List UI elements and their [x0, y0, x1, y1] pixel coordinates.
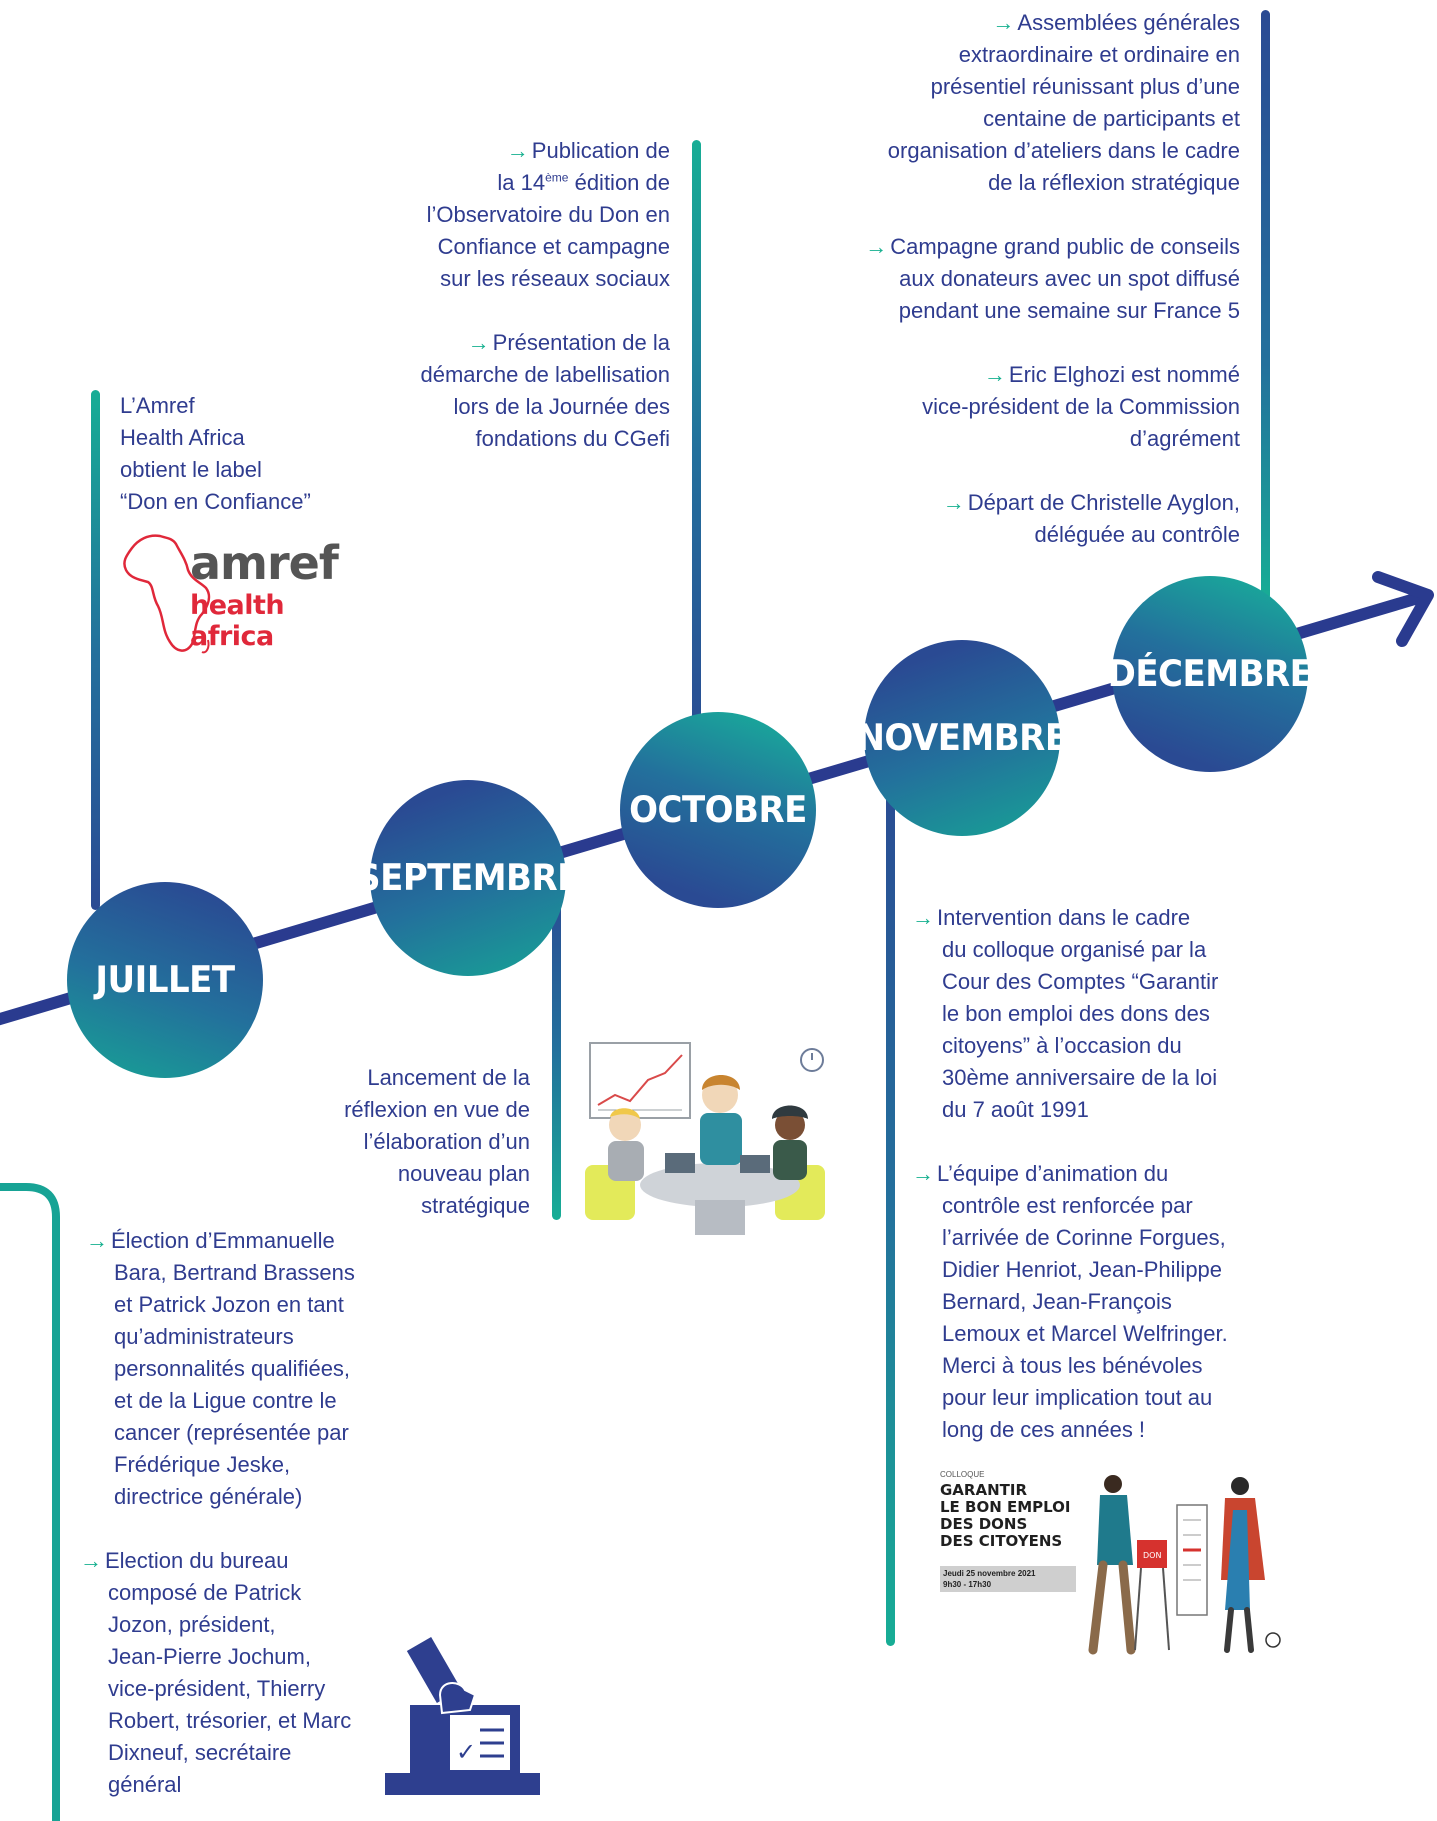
- poster-box-label: DON: [1143, 1551, 1161, 1560]
- decembre-item-2: →Campagne grand public de conseils aux d…: [865, 234, 1240, 323]
- septembre-connector: [552, 880, 561, 1220]
- juillet-connector: [91, 390, 100, 910]
- octobre-item-1: →Publication de la 14ème édition de l’Ob…: [426, 138, 670, 291]
- novembre-connector: [886, 760, 895, 1646]
- month-septembre: SEPTEMBRE: [356, 780, 580, 976]
- month-novembre: NOVEMBRE: [856, 640, 1068, 836]
- arrow-icon: →: [467, 330, 490, 355]
- arrow-icon: →: [80, 1548, 102, 1573]
- decembre-item-4: →Départ de Christelle Ayglon, déléguée a…: [942, 490, 1240, 547]
- election-item-1: →Élection d’Emmanuelle Bara, Bertrand Br…: [86, 1228, 355, 1509]
- ballot-box-icon: ✓: [385, 1637, 540, 1795]
- svg-text:✓: ✓: [456, 1738, 476, 1766]
- arrow-icon: →: [942, 490, 965, 515]
- arrow-icon: →: [912, 1161, 934, 1186]
- septembre-text: Lancement de la réflexion en vue de l’él…: [344, 1065, 530, 1218]
- amref-subtitle: health africa: [190, 590, 285, 652]
- month-octobre: OCTOBRE: [620, 712, 816, 908]
- meeting-illustration: [585, 1042, 825, 1235]
- month-decembre: DÉCEMBRE: [1108, 576, 1313, 772]
- amref-logo: amref health africa: [120, 530, 360, 670]
- decembre-item-1: →Assemblées générales extraordinaire et …: [887, 10, 1240, 195]
- novembre-item-2: →L’équipe d’animation du contrôle est re…: [912, 1161, 1228, 1442]
- decembre-item-3: →Eric Elghozi est nommé vice-président d…: [922, 362, 1240, 451]
- arrow-icon: →: [983, 362, 1006, 387]
- poster-figures: DON: [1088, 1475, 1281, 1655]
- colloque-poster: COLLOQUE GARANTIR LE BON EMPLOI DES DONS…: [935, 1470, 1285, 1660]
- arrow-icon: →: [506, 138, 529, 163]
- poster-title: GARANTIR LE BON EMPLOI DES DONS DES CITO…: [940, 1481, 1071, 1550]
- amref-wordmark: amref: [190, 536, 339, 590]
- octobre-connector: [692, 140, 701, 760]
- month-juillet: JUILLET: [67, 882, 263, 1078]
- poster-kicker: COLLOQUE: [940, 1470, 985, 1479]
- arrow-icon: →: [865, 234, 888, 259]
- arrow-icon: →: [912, 905, 934, 930]
- arrow-icon: →: [86, 1228, 108, 1253]
- arrow-icon: →: [992, 10, 1015, 35]
- juillet-label: L’Amref Health Africa obtient le label “…: [120, 393, 311, 514]
- election-item-2: →Election du bureau composé de Patrick J…: [80, 1548, 352, 1797]
- decembre-connector: [1261, 10, 1270, 600]
- poster-date: Jeudi 25 novembre 2021 9h30 - 17h30: [940, 1566, 1076, 1592]
- novembre-item-1: →Intervention dans le cadre du colloque …: [912, 905, 1219, 1122]
- octobre-item-2: →Présentation de la démarche de labellis…: [420, 330, 671, 451]
- africa-outline-icon: [123, 534, 211, 654]
